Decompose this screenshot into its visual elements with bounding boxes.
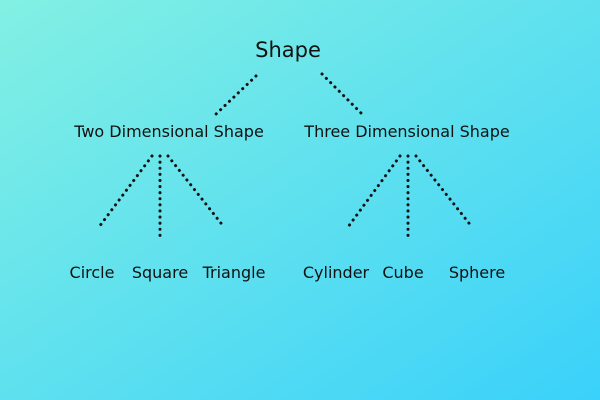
- node-two-dimensional-shape: Two Dimensional Shape: [74, 122, 264, 141]
- connector-root-to-three-dimensional: [320, 72, 366, 118]
- connector-two-dimensional-to-triangle: [166, 154, 226, 229]
- root-node-shape: Shape: [255, 38, 321, 62]
- leaf-triangle: Triangle: [202, 263, 266, 282]
- leaf-square: Square: [131, 263, 189, 282]
- connector-two-dimensional-to-circle: [97, 154, 154, 229]
- connector-root-to-two-dimensional: [212, 74, 258, 118]
- leaf-cylinder: Cylinder: [302, 263, 370, 282]
- connector-three-dimensional-to-cylinder: [346, 154, 402, 229]
- leaf-sphere: Sphere: [448, 263, 506, 282]
- leaf-circle: Circle: [69, 263, 115, 282]
- node-three-dimensional-shape: Three Dimensional Shape: [304, 122, 510, 141]
- connector-three-dimensional-to-sphere: [414, 154, 474, 229]
- leaf-cube: Cube: [382, 263, 424, 282]
